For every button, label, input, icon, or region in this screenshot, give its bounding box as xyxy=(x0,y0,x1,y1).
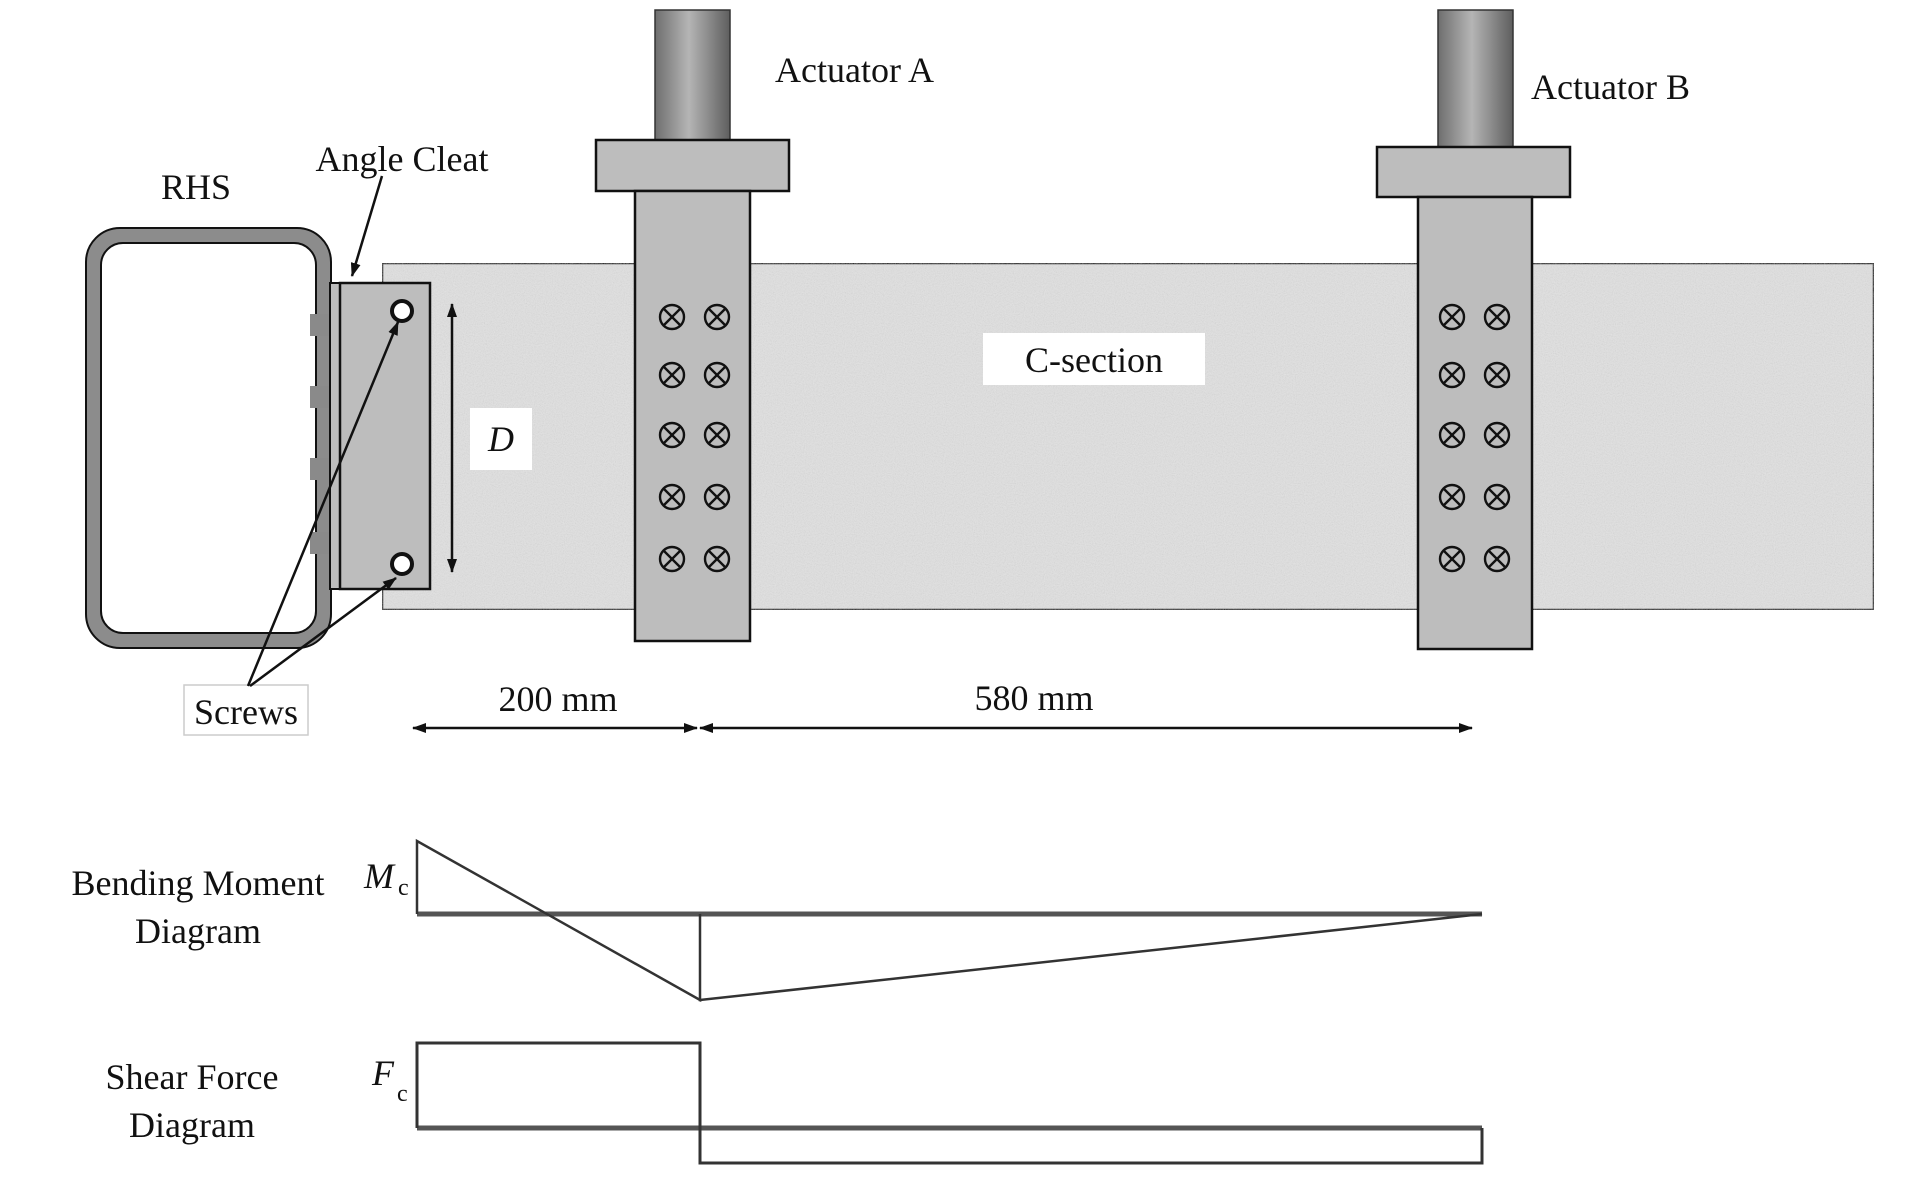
sfd-curve xyxy=(415,1041,1484,1165)
sfd-title-line2: Diagram xyxy=(129,1105,255,1145)
actuator-a-label: Actuator A xyxy=(775,50,934,90)
actuator-a-rod xyxy=(654,9,731,141)
sfd-title-line1: Shear Force xyxy=(106,1057,279,1097)
screws-label-box xyxy=(183,684,309,736)
c-section-beam xyxy=(380,261,1876,612)
rhs-label: RHS xyxy=(161,167,231,207)
bmd-title-line2: Diagram xyxy=(135,911,261,951)
depth-label: D xyxy=(487,419,514,459)
bending-moment-diagram: Bending Moment Diagram M c xyxy=(72,838,1483,1003)
actuator-b-label: Actuator B xyxy=(1531,67,1690,107)
actuator-a xyxy=(594,9,791,643)
screws-leader-top xyxy=(246,321,400,687)
screws-label: Screws xyxy=(194,692,298,732)
dimension-200mm: 200 mm xyxy=(498,679,617,719)
dimension-580mm: 580 mm xyxy=(974,678,1093,718)
actuator-b-plate xyxy=(1416,195,1534,651)
bmd-curve xyxy=(415,838,1483,1003)
cleat-screw-bottom xyxy=(390,552,414,576)
rhs-section xyxy=(85,227,332,649)
shear-force-diagram: Shear Force Diagram F c xyxy=(106,1041,1484,1165)
c-section-label: C-section xyxy=(1025,340,1163,380)
moment-subscript: c xyxy=(398,875,409,901)
depth-label-box xyxy=(470,408,532,470)
moment-symbol: M xyxy=(363,856,396,896)
actuator-b-head xyxy=(1375,145,1572,199)
angle-cleat-leader xyxy=(350,175,384,277)
force-symbol: F xyxy=(371,1053,395,1093)
actuator-a-head xyxy=(594,138,791,193)
angle-cleat xyxy=(329,281,432,591)
cleat-screw-top xyxy=(390,299,414,323)
actuator-a-plate xyxy=(633,189,752,643)
bmd-title-line1: Bending Moment xyxy=(72,863,325,903)
actuator-b-rod xyxy=(1437,9,1514,148)
c-section-label-box xyxy=(983,333,1205,385)
angle-cleat-label: Angle Cleat xyxy=(316,139,489,179)
screws-leader-bottom xyxy=(249,576,397,688)
actuator-b xyxy=(1375,9,1572,651)
force-subscript: c xyxy=(397,1081,408,1107)
